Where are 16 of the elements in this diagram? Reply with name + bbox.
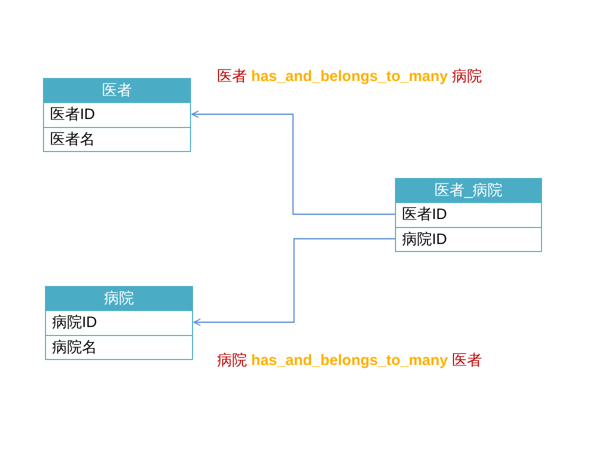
table-row: 医者ID (44, 102, 190, 126)
table-header: 医者 (44, 79, 190, 103)
arrow (193, 238, 395, 326)
table-box (43, 78, 191, 152)
table-row: 医者ID (396, 202, 541, 226)
table-box (395, 178, 542, 252)
arrow (191, 110, 395, 215)
table-row: 病院ID (46, 310, 192, 334)
table-header: 医者_病院 (396, 179, 541, 203)
table-row: 病院ID (396, 226, 541, 250)
table-box (45, 286, 193, 360)
relation-note: 医者 has_and_belongs_to_many 病院 (217, 67, 482, 86)
table-row: 病院名 (46, 334, 192, 358)
table-header: 病院 (46, 287, 192, 311)
relation-note: 病院 has_and_belongs_to_many 医者 (217, 351, 482, 370)
table-row: 医者名 (44, 126, 190, 150)
